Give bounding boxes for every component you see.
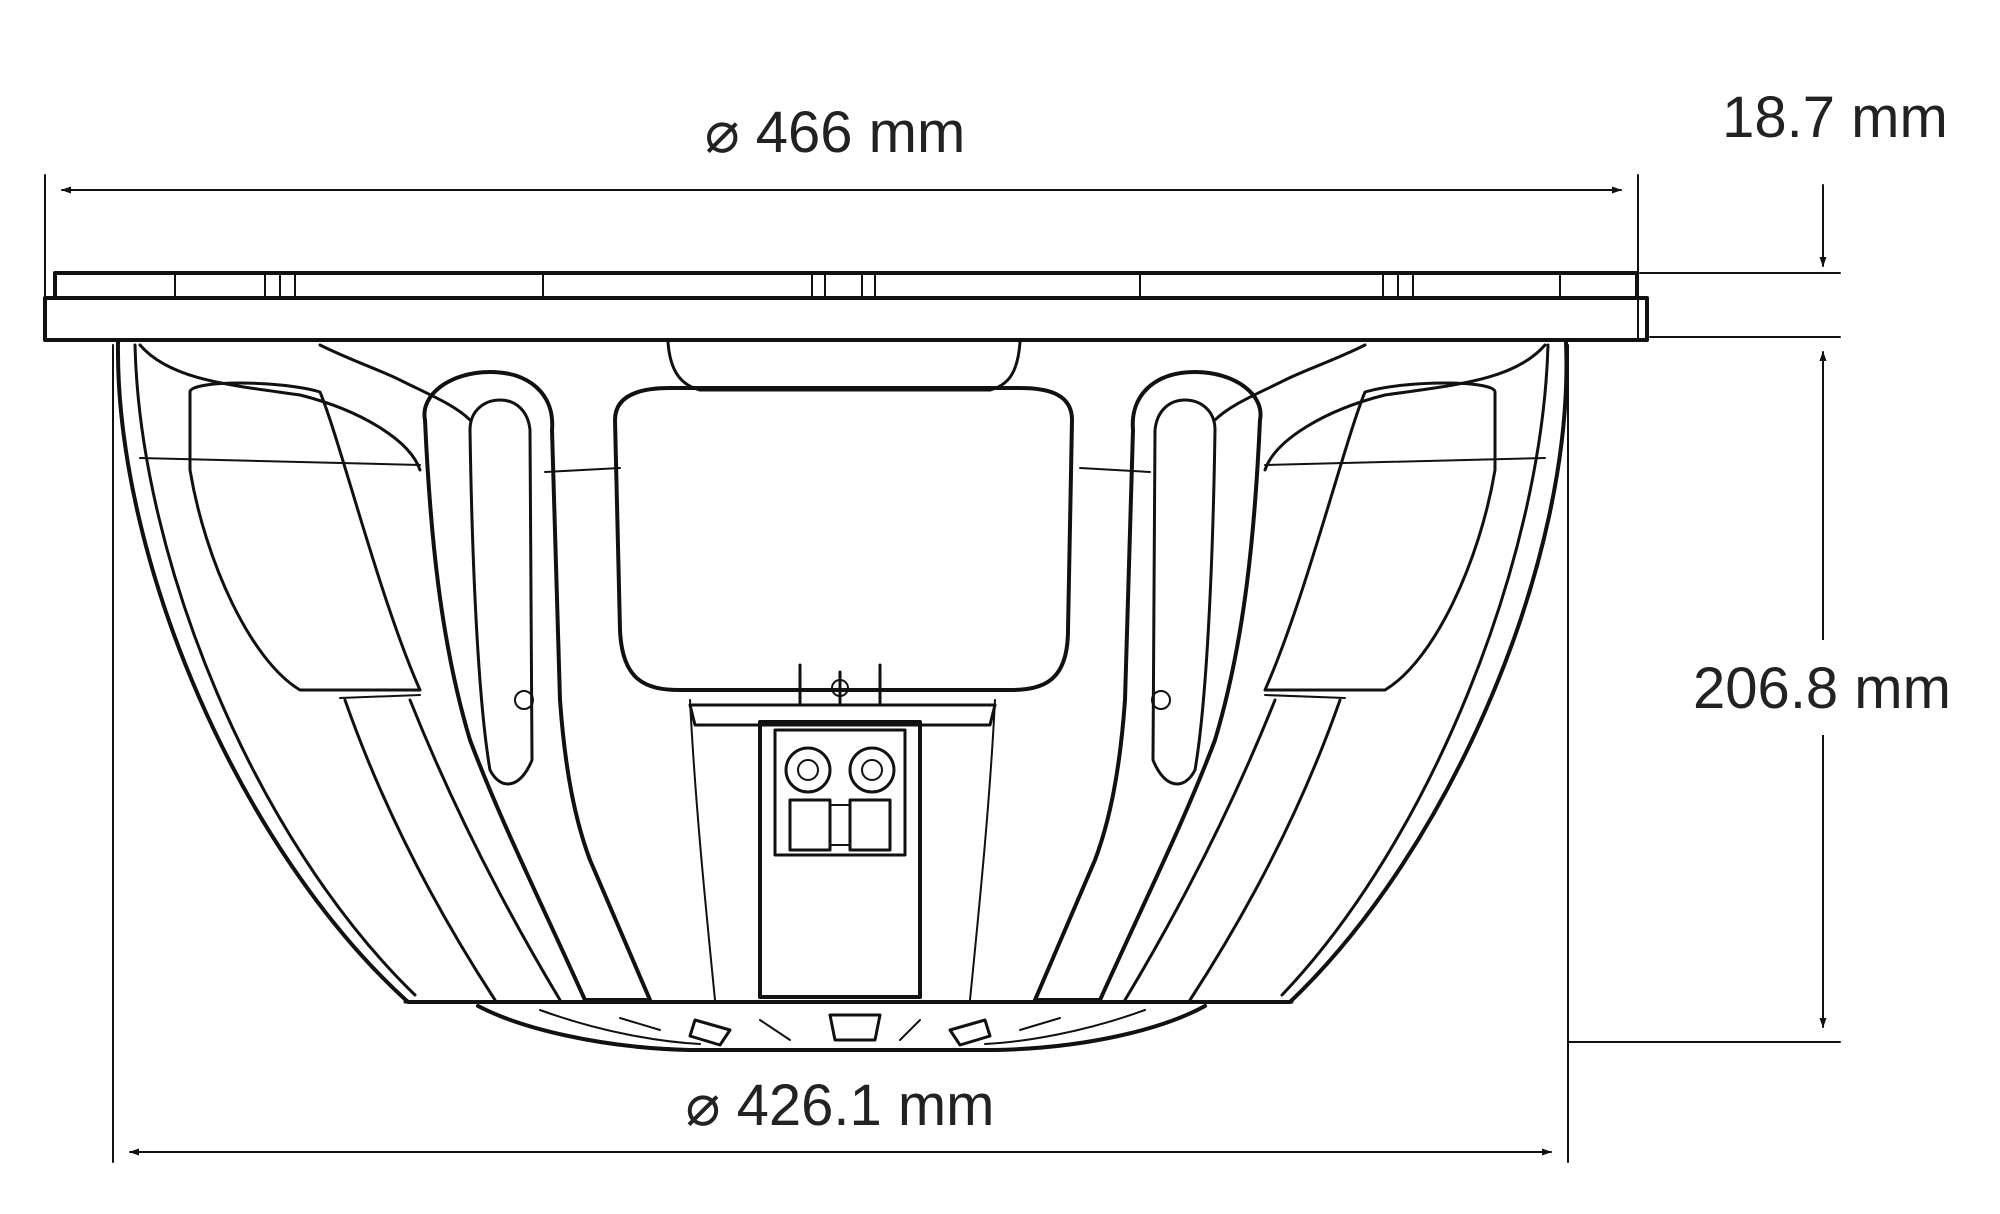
basket-center-left-rib: [689, 699, 716, 1001]
bottom-plate-inner-left: [539, 1009, 701, 1045]
terminal-post-right: [848, 746, 896, 794]
basket-right-inner-edge: [1280, 343, 1550, 997]
magnet-assembly: [476, 1004, 1207, 1052]
basket-left-arch: [138, 343, 422, 472]
bottom-hatch-1: [619, 1017, 661, 1031]
basket-right-arch-inner: [1213, 343, 1367, 422]
flange-top-ring: [53, 271, 1639, 300]
basket-left-inner-edge: [133, 343, 417, 997]
basket-band-line: [139, 457, 1546, 473]
basket-center-window: [613, 386, 1074, 692]
mounting-depth-dimension: 206.8 mm: [1567, 351, 1985, 1043]
terminal-divider: [829, 804, 851, 846]
vent-slot-1: [688, 1018, 732, 1047]
basket-lower-band: [339, 694, 1346, 699]
mounting-depth-label: 206.8 mm: [1693, 656, 1951, 721]
terminal-cap: [688, 703, 997, 727]
bottom-plate-inner-right: [984, 1009, 1146, 1045]
right-spoke-slot: [1151, 398, 1217, 786]
bottom-plate: [476, 1004, 1207, 1052]
terminal-face: [773, 728, 907, 857]
basket-right-window: [1263, 381, 1497, 692]
inner-diameter-label: ⌀ 426.1 mm: [686, 1073, 995, 1138]
basket-left-spoke: [422, 370, 652, 1002]
terminal-clip-right: [848, 798, 892, 852]
terminal-block: [688, 663, 997, 999]
outer-diameter-label: ⌀ 466 mm: [705, 100, 966, 165]
bottom-hatch-3: [899, 1019, 921, 1041]
vent-slot-3: [948, 1018, 992, 1047]
terminal-clip-left: [788, 798, 832, 852]
bottom-hatch-2: [759, 1019, 791, 1041]
basket-right-lower-rib-2: [1123, 698, 1277, 1002]
left-spoke-rivet: [514, 690, 534, 710]
inner-diameter-dimension: ⌀ 426.1 mm: [112, 344, 1569, 1163]
basket-right-spoke: [1033, 370, 1263, 1002]
basket-left-lower-rib-2: [408, 698, 562, 1002]
terminal-housing: [758, 720, 922, 999]
mounting-flange: [43, 271, 1649, 342]
basket-center-right-rib: [969, 699, 996, 1001]
right-spoke-rivet: [1151, 690, 1171, 710]
outer-diameter-dimension: ⌀ 466 mm: [44, 100, 1639, 341]
depth-label-background: [1660, 640, 1985, 735]
speaker-basket: [115, 340, 1569, 1004]
terminal-post-left: [784, 746, 832, 794]
basket-right-lower-rib-1: [1188, 698, 1342, 1002]
bottom-hatch-4: [1019, 1017, 1061, 1031]
terminal-screw: [831, 679, 849, 697]
left-spoke-slot: [468, 398, 534, 786]
terminal-post-left-center: [797, 759, 819, 781]
basket-left-window: [188, 381, 422, 692]
terminal-post-right-center: [861, 759, 883, 781]
flange-thickness-label: 18.7 mm: [1722, 85, 1948, 150]
flange-base-ring: [43, 296, 1649, 342]
flange-thickness-dimension: 18.7 mm: [1639, 85, 1948, 338]
basket-left-lower-rib-1: [343, 698, 497, 1002]
basket-right-arch: [1263, 343, 1547, 472]
vent-slot-2: [828, 1013, 882, 1042]
basket-center-notch: [666, 340, 1022, 392]
basket-left-arch-inner: [318, 343, 472, 422]
